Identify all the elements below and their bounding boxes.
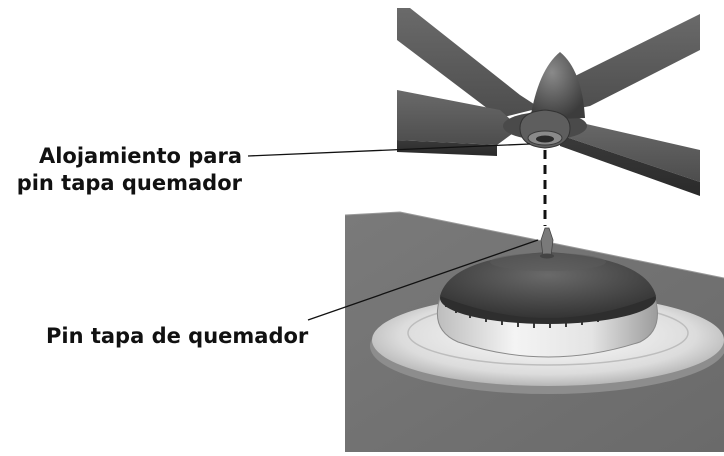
pin-housing [519,109,571,149]
pan-support-grate [397,8,700,196]
label-pin-housing: Alojamiento para pin tapa quemador [10,143,242,197]
burner-assembly [370,227,724,394]
label-burner-cap-pin: Pin tapa de quemador [46,324,309,348]
label-pin-housing-line2: pin tapa quemador [16,171,242,195]
burner-cap-pin [540,227,554,259]
label-pin-housing-line1: Alojamiento para [38,144,242,168]
leader-line-pin [307,239,539,321]
leader-line-housing [247,143,531,157]
